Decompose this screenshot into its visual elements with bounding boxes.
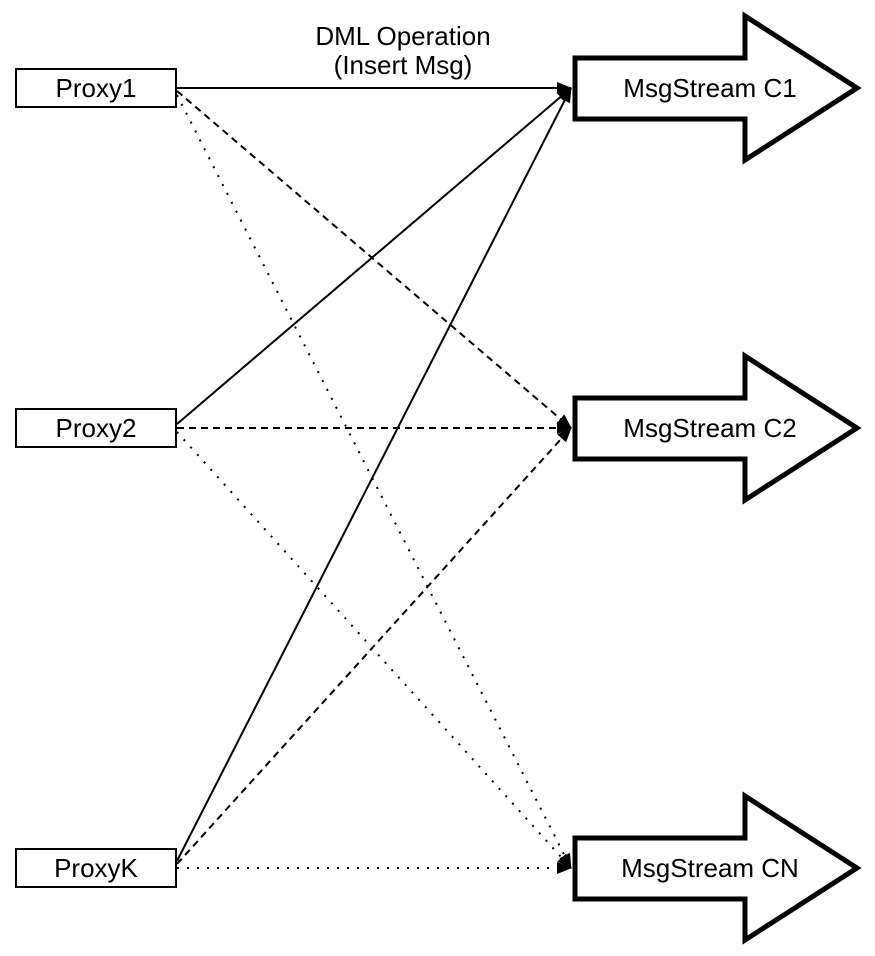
dml-caption-line1: DML Operation [315, 21, 491, 51]
connector-proxy2-msgstream-c1 [176, 87, 572, 425]
connector-proxy1-msgstream-c2 [176, 90, 572, 429]
proxy2-label: Proxy2 [55, 413, 137, 443]
connector-proxyk-msgstream-c2 [176, 427, 572, 865]
msgstream-c1-arrow [572, 11, 862, 165]
proxy2-box: Proxy2 [15, 408, 177, 448]
proxy1-label: Proxy1 [55, 73, 137, 103]
msgstream-c2-arrow [572, 351, 862, 505]
msgstream-cn-arrow [572, 791, 862, 945]
connector-proxyk-msgstream-c1 [176, 87, 572, 862]
connector-proxy2-msgstream-cn [176, 431, 572, 869]
dml-caption-line2: (Insert Msg) [333, 50, 473, 80]
proxyk-label: ProxyK [54, 853, 138, 883]
proxy1-box: Proxy1 [15, 68, 177, 108]
dml-caption: DML Operation (Insert Msg) [253, 22, 553, 80]
connector-proxy1-msgstream-cn [176, 94, 572, 869]
proxyk-box: ProxyK [15, 848, 177, 888]
